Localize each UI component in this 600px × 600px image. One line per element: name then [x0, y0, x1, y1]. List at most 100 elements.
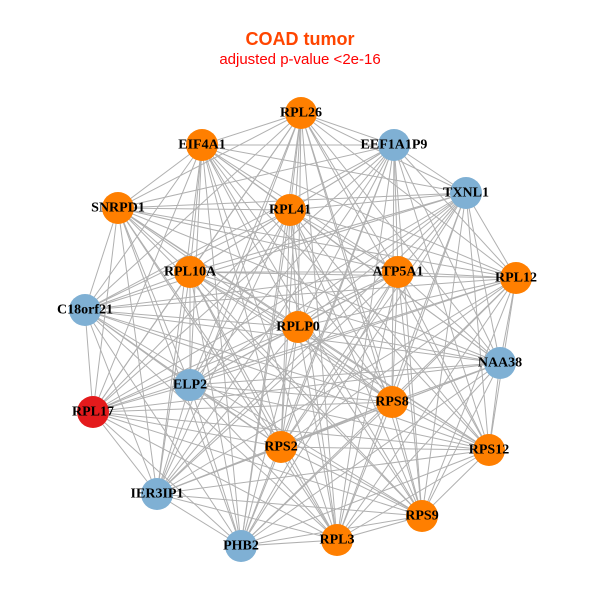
edge-ATP5A1-RPL12 — [397, 271, 517, 279]
edge-NAA38-ELP2 — [189, 362, 501, 386]
edge-C18orf21-RPL17 — [84, 309, 94, 413]
edge-RPS12-IER3IP1 — [156, 449, 490, 495]
node-NAA38: NAA38 — [478, 347, 522, 379]
node-circle — [141, 478, 173, 510]
node-RPL17: RPL17 — [72, 396, 114, 428]
edge-SNRPD1-NAA38 — [117, 207, 501, 364]
edge-EIF4A1-PHB2 — [201, 144, 242, 547]
edge-SNRPD1-ATP5A1 — [117, 207, 399, 273]
node-EEF1A1P9: EEF1A1P9 — [361, 129, 427, 161]
node-label: RPL12 — [495, 271, 537, 286]
edge-SNRPD1-RPL17 — [92, 207, 119, 413]
edge-SNRPD1-C18orf21 — [84, 207, 119, 311]
edge-RPL26-EIF4A1 — [201, 112, 302, 146]
edge-EEF1A1P9-SNRPD1 — [117, 144, 395, 209]
node-label: RPL3 — [320, 533, 355, 548]
edge-RPL41-RPLP0 — [289, 209, 299, 328]
node-label: RPL17 — [72, 405, 114, 420]
edge-ELP2-RPS12 — [189, 384, 490, 451]
edge-RPL41-RPL17 — [92, 209, 291, 413]
edge-RPL41-RPL3 — [289, 209, 338, 541]
edge-RPL12-RPS2 — [280, 277, 517, 448]
edge-RPS2-IER3IP1 — [156, 446, 282, 495]
edge-RPL26-RPL3 — [300, 112, 338, 541]
edge-RPLP0-NAA38 — [297, 326, 501, 364]
node-circle — [274, 194, 306, 226]
edge-ELP2-RPL17 — [92, 384, 191, 413]
node-circle — [282, 311, 314, 343]
node-PHB2: PHB2 — [223, 530, 259, 562]
node-label: RPS12 — [469, 443, 509, 458]
edge-EEF1A1P9-RPL3 — [336, 144, 395, 541]
edge-RPL12-RPL3 — [336, 277, 517, 541]
node-ATP5A1: ATP5A1 — [372, 256, 424, 288]
edge-RPL26-RPS2 — [280, 112, 302, 448]
node-IER3IP1: IER3IP1 — [131, 478, 184, 510]
node-circle — [285, 97, 317, 129]
node-label: IER3IP1 — [131, 487, 184, 502]
edge-EEF1A1P9-RPL12 — [393, 144, 517, 279]
node-ELP2: ELP2 — [173, 369, 207, 401]
node-label: PHB2 — [223, 539, 259, 554]
edge-RPL10A-NAA38 — [189, 271, 501, 364]
edge-RPL10A-RPLP0 — [189, 271, 299, 328]
edge-ELP2-RPS9 — [189, 384, 423, 517]
node-label: C18orf21 — [57, 303, 113, 318]
edge-SNRPD1-IER3IP1 — [117, 207, 158, 495]
node-C18orf21: C18orf21 — [57, 294, 113, 326]
edge-RPL10A-RPS9 — [189, 271, 423, 517]
edge-ELP2-IER3IP1 — [156, 384, 191, 495]
edge-RPS2-PHB2 — [240, 446, 282, 547]
edge-EIF4A1-SNRPD1 — [117, 144, 203, 209]
edge-EEF1A1P9-ATP5A1 — [393, 144, 399, 273]
edge-NAA38-RPL17 — [92, 362, 501, 413]
node-circle — [186, 129, 218, 161]
edge-ATP5A1-NAA38 — [397, 271, 501, 364]
edge-RPS2-RPS9 — [280, 446, 423, 517]
edge-ATP5A1-C18orf21 — [84, 271, 399, 311]
edge-TXNL1-RPL10A — [189, 192, 467, 273]
edge-RPL17-RPS9 — [92, 411, 423, 517]
chart-subtitle: adjusted p-value <2e-16 — [219, 51, 381, 68]
edge-EIF4A1-RPL12 — [201, 144, 517, 279]
edge-ATP5A1-RPS9 — [397, 271, 423, 517]
edge-PHB2-RPL3 — [240, 539, 338, 547]
node-RPLP0: RPLP0 — [276, 311, 320, 343]
node-label: ELP2 — [173, 378, 207, 393]
node-RPS8: RPS8 — [375, 386, 409, 418]
edge-C18orf21-RPL3 — [84, 309, 338, 541]
edge-ELP2-RPL3 — [189, 384, 338, 541]
node-TXNL1: TXNL1 — [443, 177, 489, 209]
node-label: RPL26 — [280, 106, 322, 121]
edge-RPL10A-RPS12 — [189, 271, 490, 451]
edge-RPL12-C18orf21 — [84, 277, 517, 311]
edge-C18orf21-RPLP0 — [84, 309, 299, 328]
node-RPL10A: RPL10A — [164, 256, 217, 288]
node-circle — [473, 434, 505, 466]
edge-RPS2-RPS12 — [280, 446, 490, 451]
edge-RPS8-RPS12 — [391, 401, 490, 451]
edge-RPL26-EEF1A1P9 — [300, 112, 395, 146]
edge-RPL41-RPS12 — [289, 209, 490, 451]
edge-RPL17-RPL3 — [92, 411, 338, 541]
node-circle — [102, 192, 134, 224]
node-circle — [265, 431, 297, 463]
node-label: ATP5A1 — [372, 265, 423, 280]
edge-RPS8-RPL17 — [92, 401, 393, 413]
edge-IER3IP1-PHB2 — [156, 493, 242, 547]
edge-RPL17-RPS2 — [92, 411, 282, 448]
node-RPS12: RPS12 — [469, 434, 509, 466]
node-SNRPD1: SNRPD1 — [91, 192, 145, 224]
edge-TXNL1-RPL12 — [465, 192, 517, 279]
edge-C18orf21-PHB2 — [84, 309, 242, 547]
node-label: EIF4A1 — [178, 138, 225, 153]
edge-RPL41-RPL10A — [189, 209, 291, 273]
edge-SNRPD1-RPL3 — [117, 207, 338, 541]
node-circle — [321, 524, 353, 556]
node-circle — [406, 500, 438, 532]
edge-RPL10A-IER3IP1 — [156, 271, 191, 495]
edge-RPL17-PHB2 — [92, 411, 242, 547]
edge-RPL17-IER3IP1 — [92, 411, 158, 495]
